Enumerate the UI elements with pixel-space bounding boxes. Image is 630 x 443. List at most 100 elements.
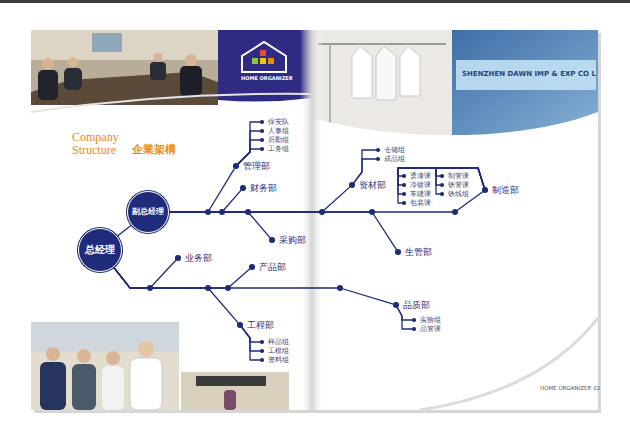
photo-person — [40, 362, 66, 410]
position-circle: 副总经理 — [127, 191, 169, 233]
node-dot — [175, 255, 181, 261]
node-label: 工模组 — [268, 348, 289, 355]
node-dot — [260, 358, 264, 362]
section-node: 车缝课 — [402, 191, 431, 198]
photo-head — [46, 347, 60, 361]
unit-name: 成品组 — [384, 156, 405, 163]
shirt — [400, 46, 420, 96]
department-node: 工程部 — [237, 321, 274, 330]
node-label: 资材部 — [359, 181, 386, 190]
unit-name: 包装课 — [410, 200, 431, 207]
left-page — [31, 30, 312, 410]
node-dot — [376, 148, 380, 152]
node-label: 烫漆课 — [410, 173, 431, 180]
unit-name: 保安队 — [268, 119, 289, 126]
connector-line — [397, 307, 412, 329]
node-dot — [402, 174, 406, 178]
photo-head — [154, 53, 163, 62]
connector-line — [117, 225, 131, 236]
right-page — [312, 30, 598, 410]
node-label: 管理部 — [243, 162, 270, 171]
connector-line — [242, 327, 260, 360]
node-label: 财务部 — [250, 184, 277, 193]
page-fold — [300, 30, 324, 410]
node-label: 生管部 — [405, 248, 432, 257]
shirt — [352, 46, 372, 98]
photo-head — [138, 341, 154, 357]
unit-name: 财务部 — [250, 184, 277, 193]
unit-name: 业务部 — [185, 254, 212, 263]
unit-name: 产品部 — [259, 263, 286, 272]
section-node: 冷镀课 — [402, 182, 431, 189]
photo-head — [106, 351, 120, 365]
node-dot — [402, 183, 406, 187]
connector-line — [354, 150, 376, 183]
node-label: 制造部 — [492, 186, 519, 195]
page-footer: HOME ORGANIZER 02 — [540, 386, 600, 392]
node-dot — [412, 327, 416, 331]
position-name: 总经理 — [85, 245, 115, 255]
node-label: 样品组 — [268, 339, 289, 346]
unit-name: 铁管课 — [448, 182, 469, 189]
connector-line — [114, 260, 176, 288]
unit-name: 管理部 — [243, 162, 270, 171]
connector-line — [238, 131, 260, 164]
connector-line — [169, 212, 396, 250]
section-node: 工务组 — [260, 146, 289, 153]
logo-band — [218, 30, 312, 102]
unit-name: 冷镀课 — [410, 182, 431, 189]
node-label: 工程部 — [247, 321, 274, 330]
node-label: 制管课 — [448, 173, 469, 180]
node-dot — [240, 185, 246, 191]
logo-house — [242, 42, 286, 72]
connector-line — [169, 190, 241, 212]
node-dot — [233, 163, 239, 169]
section-node: 包装课 — [402, 200, 431, 207]
node-dot — [376, 157, 380, 161]
unit-name: 生管部 — [405, 248, 432, 257]
node-label: 采购部 — [279, 236, 306, 245]
node-label: 后勤组 — [268, 137, 289, 144]
node-dot — [395, 249, 401, 255]
section-node: 样品组 — [260, 339, 289, 346]
unit-name: 人事组 — [268, 128, 289, 135]
connector-line — [114, 267, 239, 323]
label-box: 企業架構 — [132, 144, 176, 155]
page-curve — [312, 112, 598, 142]
department-node: 制造部 — [482, 186, 519, 195]
logo-block — [260, 50, 266, 56]
node-label: 工务组 — [268, 146, 289, 153]
rack-pole — [329, 44, 331, 128]
node-dot — [269, 237, 275, 243]
photo-person — [102, 366, 124, 410]
department-node: 采购部 — [269, 236, 306, 245]
section-node: 仓储组 — [376, 147, 405, 154]
department-node: 品质部 — [393, 301, 430, 310]
chart-title: Company Structure — [72, 131, 134, 157]
node-label: 产品部 — [259, 263, 286, 272]
node-dot — [349, 182, 355, 188]
node-dot — [482, 187, 488, 193]
connector-line — [169, 168, 235, 212]
node-dot — [393, 302, 399, 308]
department-node: 业务部 — [175, 254, 212, 263]
node-label: 冷镀课 — [410, 182, 431, 189]
unit-name: 制造部 — [492, 186, 519, 195]
department-node: 管理部 — [233, 162, 270, 171]
shirt — [376, 46, 396, 100]
node-label: 资料组 — [268, 357, 289, 364]
position-name: 副总经理 — [132, 208, 164, 216]
clothes-photo — [312, 30, 452, 135]
node-dot — [260, 129, 264, 133]
node-dot — [260, 349, 264, 353]
unit-name: 品质部 — [403, 301, 430, 310]
node-dot — [402, 201, 406, 205]
office-banner — [196, 376, 266, 386]
node-dot — [440, 174, 444, 178]
meeting-photo — [31, 30, 218, 105]
unit-name: 资料组 — [268, 357, 289, 364]
connector-line — [398, 168, 484, 203]
